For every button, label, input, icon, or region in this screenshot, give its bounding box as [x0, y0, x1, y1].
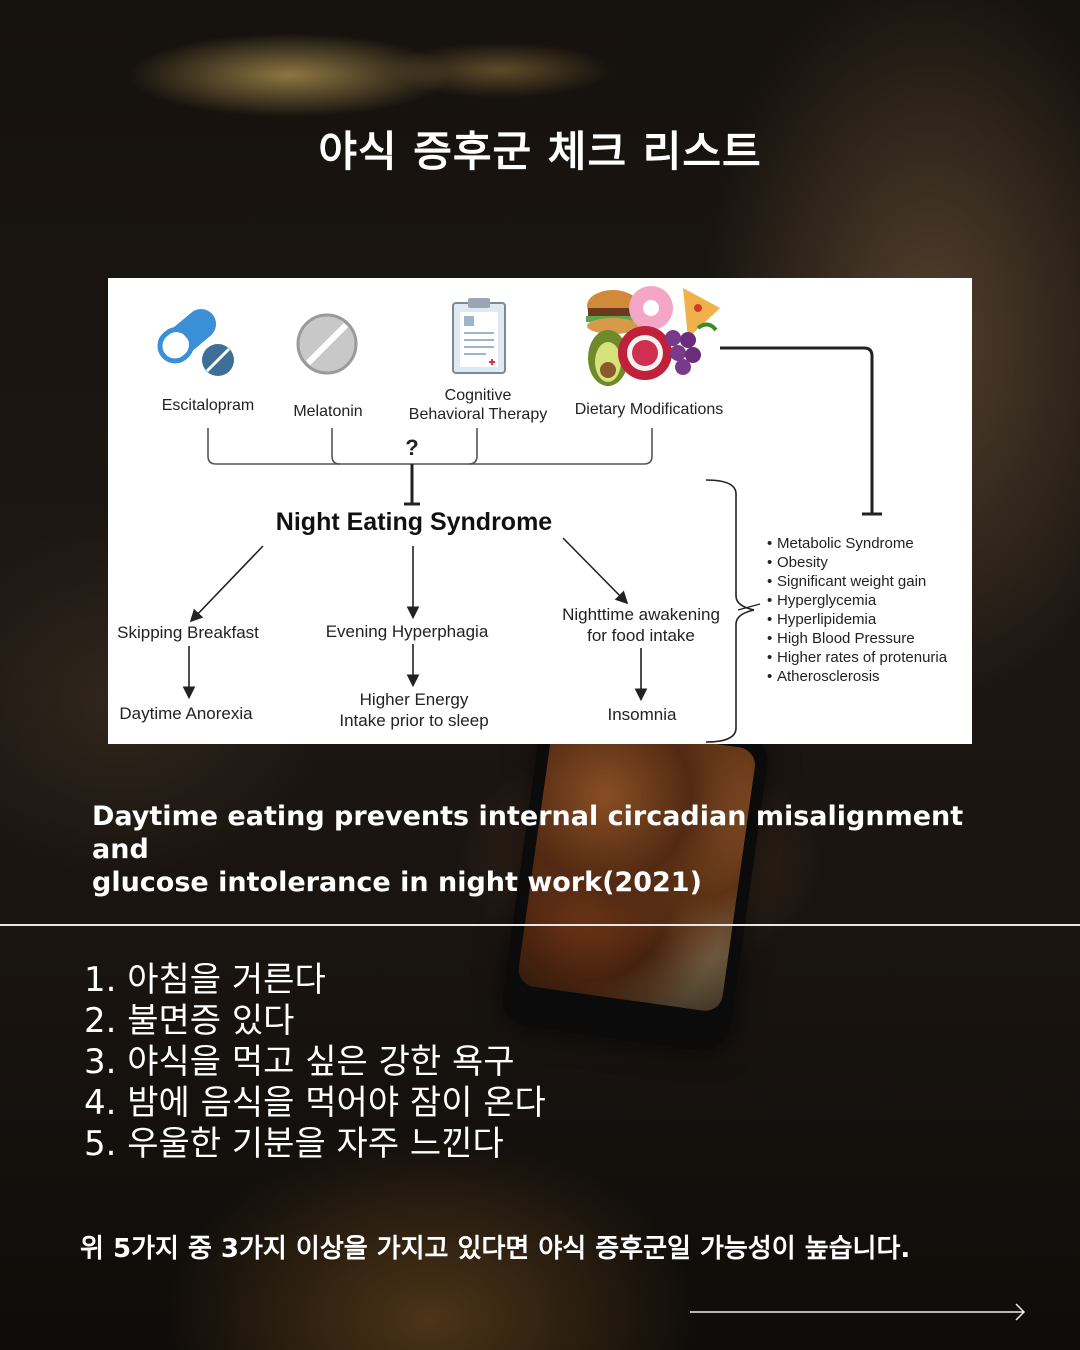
checklist-item: 5. 우울한 기분을 자주 느낀다 [84, 1124, 504, 1164]
escitalopram-label: Escitalopram [162, 397, 254, 414]
pill-capsule-icon [157, 309, 234, 376]
consequence-bullet: • [767, 554, 772, 571]
page-title: 야식 증후군 체크 리스트 [318, 127, 762, 176]
checklist-item: 2. 불면증 있다 [84, 1001, 295, 1041]
nighttime-awakening-line2: for food intake [587, 626, 695, 645]
caption-line-1: Daytime eating prevents internal circadi… [92, 801, 964, 865]
checklist-item: 3. 야식을 먹고 싶은 강한 욕구 [84, 1042, 515, 1082]
melatonin-label: Melatonin [293, 403, 362, 420]
consequence-bullet: • [767, 630, 772, 647]
tablet-icon [296, 313, 358, 375]
consequence-bullet: • [767, 535, 772, 552]
consequence-bullet: • [767, 668, 772, 685]
consequences-list: • Metabolic Syndrome • Obesity • Signifi… [767, 535, 948, 685]
daytime-anorexia-label: Daytime Anorexia [119, 704, 253, 723]
consequence-item: High Blood Pressure [777, 630, 915, 647]
consequence-item: Hyperlipidemia [777, 611, 877, 628]
checklist-item: 4. 밤에 음식을 먹어야 잠이 온다 [84, 1083, 546, 1123]
consequence-item: Metabolic Syndrome [777, 535, 914, 552]
cbt-label-line2: Behavioral Therapy [409, 406, 547, 423]
food-icon [586, 286, 720, 386]
question-mark: ? [405, 435, 418, 460]
dietary-label: Dietary Modifications [575, 401, 724, 418]
checklist-item: 1. 아침을 거른다 [84, 960, 326, 1000]
evening-hyperphagia-label: Evening Hyperphagia [326, 622, 489, 641]
higher-energy-line1: Higher Energy [360, 690, 469, 709]
higher-energy-line2: Intake prior to sleep [339, 711, 488, 730]
caption-line-2: glucose intolerance in night work(2021) [92, 867, 702, 898]
divider [0, 924, 1080, 926]
clipboard-icon [452, 298, 506, 374]
consequence-bullet: • [767, 649, 772, 666]
consequence-item: Obesity [777, 554, 828, 571]
consequence-item: Atherosclerosis [777, 668, 880, 685]
consequence-item: Higher rates of protenuria [777, 649, 948, 666]
cbt-label-line1: Cognitive [445, 387, 512, 404]
insomnia-label: Insomnia [608, 705, 678, 724]
consequence-item: Significant weight gain [777, 573, 926, 590]
footer-note: 위 5가지 중 3가지 이상을 가지고 있다면 야식 증후군일 가능성이 높습니… [80, 1234, 911, 1264]
consequence-bullet: • [767, 573, 772, 590]
nighttime-awakening-line1: Nighttime awakening [562, 605, 720, 624]
consequence-item: Hyperglycemia [777, 592, 877, 609]
checklist: 1. 아침을 거른다 2. 불면증 있다 3. 야식을 먹고 싶은 강한 욕구 … [84, 960, 546, 1165]
skipping-breakfast-label: Skipping Breakfast [117, 623, 259, 642]
consequence-bullet: • [767, 592, 772, 609]
night-eating-syndrome-diagram: Escitalopram Melatonin Cognitive Behavio… [108, 278, 972, 744]
night-eating-syndrome-label: Night Eating Syndrome [276, 508, 553, 536]
consequence-bullet: • [767, 611, 772, 628]
source-caption: Daytime eating prevents internal circadi… [92, 800, 992, 899]
next-arrow-icon[interactable] [690, 1302, 1030, 1322]
